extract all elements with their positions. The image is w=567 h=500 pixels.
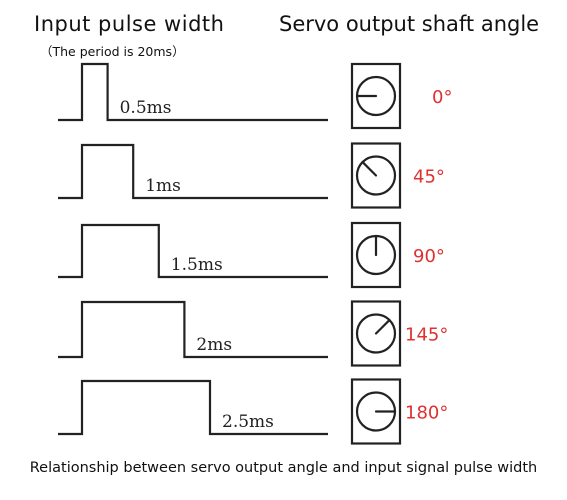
- pulse-waveform-4: [58, 300, 328, 359]
- pulse-width-label-3: 1.5ms: [171, 255, 223, 275]
- period-note: （The period is 20ms）: [40, 44, 185, 59]
- pulse-waveform-3: [58, 223, 328, 279]
- angle-label-4: 145°: [405, 325, 448, 346]
- angle-label-5: 180°: [405, 403, 448, 424]
- figure-caption: Relationship between servo output angle …: [29, 460, 538, 476]
- pulse-width-label-5: 2.5ms: [222, 412, 274, 432]
- pulse-waveform-2: [58, 143, 328, 200]
- servo-needle-2: [361, 160, 378, 177]
- input-pulse-width-title: Input pulse width: [34, 12, 225, 36]
- pulse-width-label-2: 1ms: [145, 176, 181, 196]
- pulse-waveform-5: [58, 379, 328, 436]
- angle-label-3: 90°: [413, 246, 445, 267]
- pulse-waveform-1: [58, 62, 328, 122]
- servo-needle-4: [374, 318, 391, 335]
- angle-label-2: 45°: [413, 167, 445, 188]
- angle-label-1: 0°: [432, 87, 452, 108]
- servo-output-angle-title: Servo output shaft angle: [279, 12, 540, 36]
- pulse-width-label-4: 2ms: [196, 335, 232, 355]
- pulse-width-label-1: 0.5ms: [120, 98, 172, 118]
